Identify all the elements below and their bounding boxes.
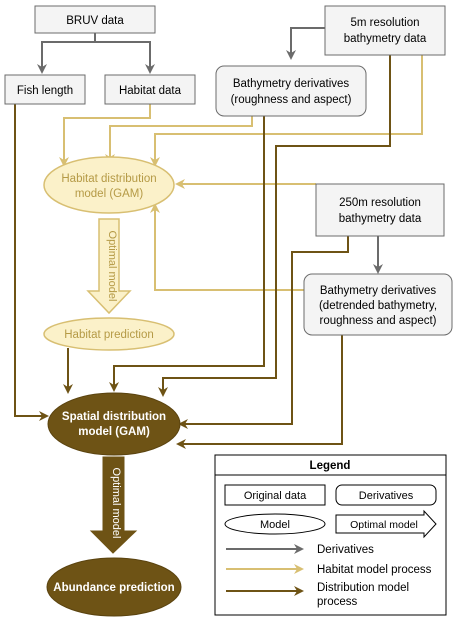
habitat-optimal-label: Optimal model [106, 231, 118, 302]
node-bruv-data: BRUV data [34, 5, 156, 34]
bathy250m-line2: bathymetry data [339, 213, 422, 225]
legend-title: Legend [310, 460, 351, 472]
node-fish-length: Fish length [4, 74, 86, 105]
connector-bruv-to-habitat-data [95, 41, 155, 74]
legend: Legend Original data Derivatives Model O… [214, 454, 447, 616]
legend-habitat-line-label: Habitat model process [317, 564, 432, 576]
node-deriv-5m: Bathymetry derivatives (roughness and as… [215, 65, 367, 117]
habitat-gam-line2: model (GAM) [75, 188, 144, 200]
node-abundance-prediction: Abundance prediction [46, 557, 182, 617]
habitat-prediction-label: Habitat prediction [64, 329, 154, 341]
node-deriv-250m: Bathymetry derivatives (detrended bathym… [303, 273, 453, 336]
deriv250m-line2: (detrended bathymetry, [319, 300, 437, 312]
connector-deriv250m-to-spatial-gam [176, 335, 343, 449]
distribution-connectors [14, 55, 391, 449]
connector-habitat-data-to-habitat-gam [59, 104, 151, 167]
legend-derivatives-swatch [335, 484, 437, 506]
node-spatial-gam: Spatial distribution model (GAM) [47, 392, 181, 456]
habitat-data-label: Habitat data [119, 85, 182, 97]
node-bathy-5m: 5m resolution bathymetry data [324, 5, 446, 56]
connector-bathy5m-to-spatial-gam [158, 55, 391, 397]
connector-deriv5m-to-habitat-gam [105, 116, 253, 164]
legend-model-swatch [224, 513, 326, 535]
distribution-optimal-arrow: Optimal model [89, 456, 138, 554]
deriv5m-line2: (roughness and aspect) [231, 94, 352, 106]
deriv5m-line1: Bathymetry derivatives [233, 78, 350, 90]
legend-original-data-label: Original data [244, 490, 307, 502]
connector-deriv5m-to-spatial-gam [109, 116, 265, 392]
deriv250m-line1: Bathymetry derivatives [320, 285, 437, 297]
connector-bathy5m-to-habitat-gam [150, 55, 423, 167]
bathy250m-line1: 250m resolution [339, 197, 421, 209]
legend-distribution-line-label-1: Distribution model [317, 582, 409, 594]
legend-derivatives-box-label: Derivatives [359, 490, 414, 502]
legend-optimal-model-swatch [335, 509, 437, 539]
bathy5m-line2: bathymetry data [344, 33, 427, 45]
legend-optimal-model-label: Optimal model [350, 519, 418, 531]
connector-deriv250m-to-habitat-gam [150, 203, 304, 291]
node-habitat-gam: Habitat distribution model (GAM) [43, 156, 175, 214]
habitat-gam-line1: Habitat distribution [61, 173, 156, 185]
node-habitat-prediction: Habitat prediction [43, 317, 175, 351]
connector-bathy5m-to-deriv5m [286, 27, 325, 60]
habitat-connectors [59, 55, 423, 291]
connector-bruv-to-fish-length [37, 32, 96, 74]
node-habitat-data: Habitat data [104, 74, 196, 105]
legend-derivatives-line-label: Derivatives [317, 544, 374, 556]
legend-distribution-line-label-2: process [317, 596, 358, 608]
connector-fish-length-to-spatial-gam [14, 104, 49, 421]
connector-bathy250m-to-spatial-gam [178, 236, 349, 429]
bruv-data-label: BRUV data [66, 15, 124, 27]
fish-length-label: Fish length [17, 85, 73, 97]
habitat-optimal-arrow: Optimal model [86, 218, 132, 315]
bathy5m-line1: 5m resolution [350, 17, 419, 29]
spatial-gam-line1: Spatial distribution [62, 411, 166, 423]
abundance-prediction-label: Abundance prediction [53, 582, 174, 594]
spatial-gam-line2: model (GAM) [78, 426, 150, 438]
node-bathy-250m: 250m resolution bathymetry data [315, 183, 445, 237]
legend-model-label: Model [260, 519, 290, 531]
legend-original-data-swatch [224, 484, 326, 506]
distribution-optimal-label: Optimal model [110, 468, 122, 539]
deriv250m-line3: roughness and aspect) [320, 315, 437, 327]
derivatives-connectors [37, 27, 383, 274]
